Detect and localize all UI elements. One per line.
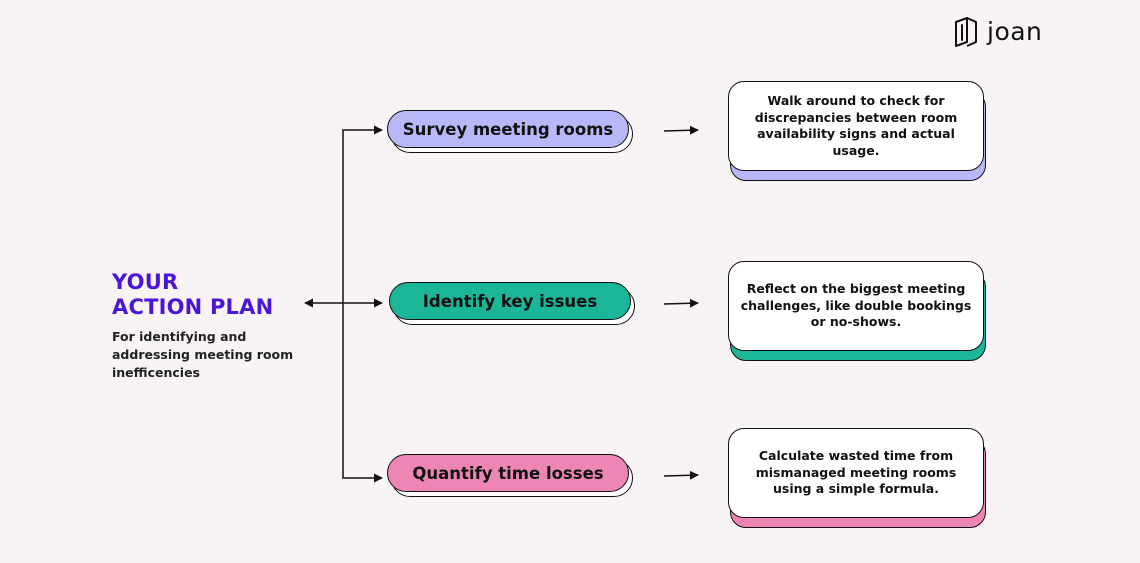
step-2-pill: Identify key issues: [389, 282, 635, 325]
step-1-label: Survey meeting rooms: [387, 110, 629, 148]
step-3-card: Calculate wasted time from mismanaged me…: [728, 428, 986, 530]
step-3-description: Calculate wasted time from mismanaged me…: [728, 428, 984, 518]
joan-logo-icon: [955, 17, 977, 47]
step-2-label: Identify key issues: [389, 282, 631, 320]
step-2-card: Reflect on the biggest meeting challenge…: [728, 261, 986, 363]
step-2-to-card-arrow: [663, 298, 699, 308]
joan-logo: joan: [953, 16, 1042, 48]
plan-title-line-1: YOUR: [112, 270, 179, 294]
step-3-pill: Quantify time losses: [387, 454, 633, 497]
step-2-description: Reflect on the biggest meeting challenge…: [728, 261, 984, 351]
step-1-pill: Survey meeting rooms: [387, 110, 633, 153]
step-3-label: Quantify time losses: [387, 454, 629, 492]
step-1-card: Walk around to check for discrepancies b…: [728, 81, 986, 183]
step-3-to-card-arrow: [663, 470, 699, 480]
plan-title-line-2: ACTION PLAN: [112, 295, 274, 319]
step-1-to-card-arrow: [663, 125, 699, 135]
plan-title: YOUR ACTION PLAN: [112, 270, 312, 320]
logo-wordmark: joan: [987, 16, 1043, 46]
plan-subtitle: For identifying and addressing meeting r…: [112, 329, 294, 380]
step-1-description: Walk around to check for discrepancies b…: [728, 81, 984, 171]
